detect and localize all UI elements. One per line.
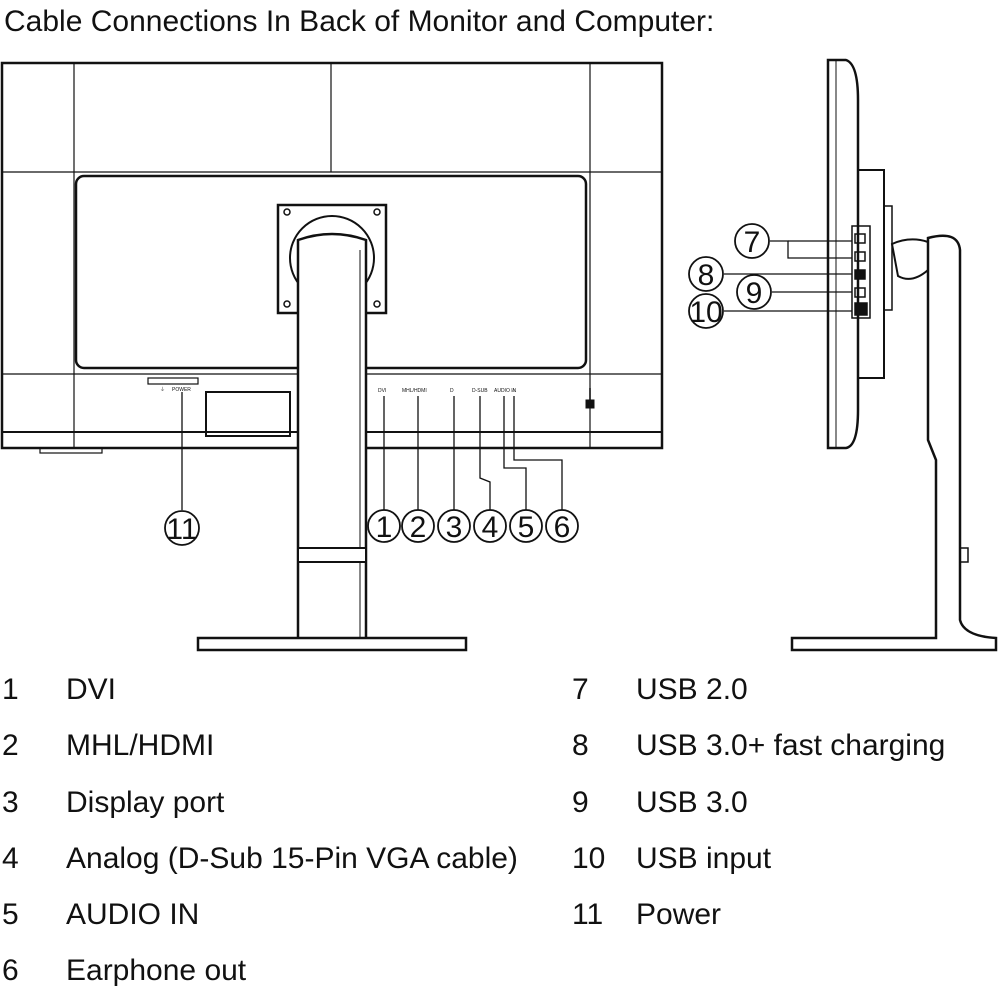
monitor-side-view — [790, 58, 998, 652]
svg-text:7: 7 — [744, 226, 761, 259]
port-label-earphone: ∩ — [512, 388, 516, 394]
legend-text: Display port — [66, 786, 225, 819]
legend-text: USB input — [636, 842, 772, 875]
legend-text: Power — [636, 898, 722, 931]
monitor-diagram: ⏚ POWER DVI MHL/HDMI D D-SUB AUDIO IN ∩ … — [0, 58, 998, 652]
monitor-back-view: ⏚ POWER DVI MHL/HDMI D D-SUB AUDIO IN ∩ — [0, 61, 664, 652]
svg-text:9: 9 — [746, 277, 763, 310]
lock-icon — [585, 388, 595, 409]
legend-number: 2 — [2, 729, 19, 762]
callout-7: 7 — [734, 223, 770, 259]
legend-text: DVI — [66, 673, 117, 706]
legend-number: 3 — [2, 786, 19, 819]
callout-5: 5 — [509, 509, 543, 544]
legend-text: Earphone out — [66, 954, 247, 987]
callout-3: 3 — [437, 509, 471, 544]
power-socket — [205, 391, 291, 437]
port-label-dp: D — [450, 388, 454, 394]
svg-text:8: 8 — [698, 259, 715, 292]
callout-9: 9 — [736, 274, 772, 310]
svg-text:10: 10 — [689, 296, 722, 329]
usb-port-icon — [854, 233, 868, 316]
port-label-dsub: D-SUB — [472, 388, 488, 394]
legend-number: 11 — [572, 898, 604, 931]
legend-number: 4 — [2, 842, 19, 875]
callout-11: 11 — [164, 510, 200, 546]
callout-2: 2 — [401, 509, 435, 544]
legend-number: 1 — [2, 673, 19, 706]
legend-number: 7 — [572, 673, 589, 706]
svg-text:11: 11 — [166, 513, 197, 546]
legend-number: 8 — [572, 729, 589, 762]
side-stand — [790, 234, 998, 652]
callout-8: 8 — [688, 256, 724, 292]
legend-text: USB 3.0+ fast charging — [636, 729, 946, 762]
callout-1: 1 — [367, 509, 401, 544]
port-label-audio: AUDIO IN — [494, 388, 517, 394]
svg-text:1: 1 — [376, 511, 393, 544]
svg-text:6: 6 — [554, 511, 571, 544]
callout-6: 6 — [545, 509, 579, 544]
page-title: Cable Connections In Back of Monitor and… — [4, 5, 715, 38]
power-socket-area — [147, 377, 199, 385]
side-panel — [826, 58, 860, 450]
legend-text: USB 3.0 — [636, 786, 748, 819]
callout-4: 4 — [473, 509, 507, 544]
svg-text:5: 5 — [518, 511, 535, 544]
legend-number: 9 — [572, 786, 589, 819]
power-label: POWER — [172, 387, 191, 393]
svg-text:2: 2 — [410, 511, 427, 544]
legend-number: 6 — [2, 954, 19, 987]
port-label-hdmi: MHL/HDMI — [402, 388, 427, 394]
callout-10: 10 — [688, 293, 724, 329]
svg-text:3: 3 — [446, 511, 463, 544]
legend-text: AUDIO IN — [66, 898, 200, 931]
power-plug-icon: ⏚ — [160, 386, 165, 393]
legend-number: 10 — [572, 842, 606, 875]
legend-text: Analog (D-Sub 15-Pin VGA cable) — [66, 842, 518, 875]
svg-text:4: 4 — [482, 511, 499, 544]
stand-base — [196, 636, 468, 652]
port-label-dvi: DVI — [378, 388, 386, 394]
legend-text: MHL/HDMI — [66, 729, 215, 762]
legend-number: 5 — [2, 898, 19, 931]
stand-neck — [296, 232, 368, 642]
legend-text: USB 2.0 — [636, 673, 748, 706]
